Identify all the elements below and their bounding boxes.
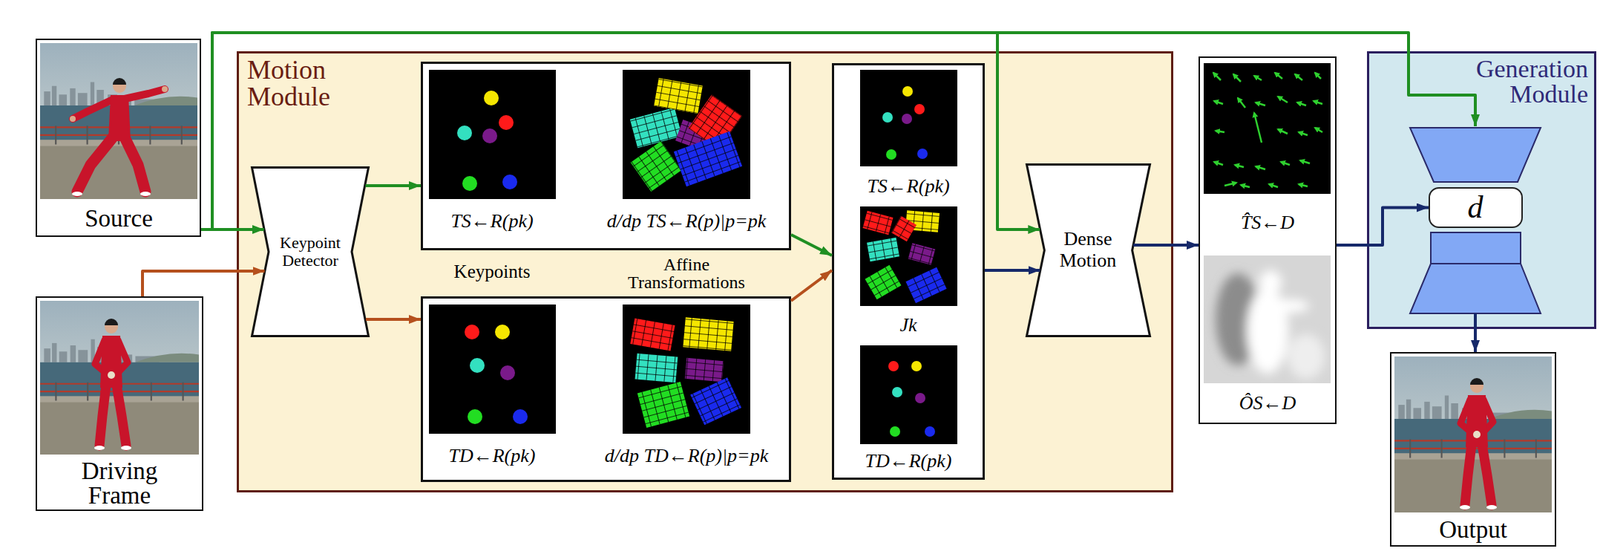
node-label: T̂S←D xyxy=(1240,212,1295,234)
node-label: d xyxy=(1467,189,1484,225)
arrow-connector xyxy=(365,317,421,321)
feature-panel: TD←R(pk) d/dp TD←R(p)|p=pk xyxy=(420,296,792,482)
text-holder: Keypoints xyxy=(454,261,531,283)
text-holder: Jk xyxy=(899,314,917,337)
text-holder: TD←R(pk) xyxy=(448,445,536,467)
bottleneck-box: d xyxy=(1428,187,1523,228)
arrow-connector xyxy=(791,270,832,301)
text-holder: Driving Frame xyxy=(81,458,159,508)
arrow-connector xyxy=(984,268,1041,272)
text-holder: TS←R(pk) xyxy=(866,175,950,198)
arrow-connector xyxy=(1133,243,1199,247)
node-label: Keypoint Detector xyxy=(279,233,341,270)
node-label: d/dp TD←R(p)|p=pk xyxy=(604,445,769,467)
node-label: Driving Frame xyxy=(81,458,159,508)
node-label: d/dp TS←R(p)|p=pk xyxy=(607,210,767,233)
text-holder: ÔS←D xyxy=(1239,392,1297,415)
node-label: ÔS←D xyxy=(1239,392,1297,415)
text-holder: T̂S←D xyxy=(1240,212,1295,234)
image-box: Source xyxy=(35,38,202,237)
node-label: Source xyxy=(84,204,153,232)
arrow-connector xyxy=(1473,313,1477,352)
node-label: Dense Motion xyxy=(1059,228,1117,271)
text-holder: Keypoint Detector xyxy=(279,233,341,270)
text-holder: TD←R(pk) xyxy=(865,450,953,472)
arrow-connector xyxy=(201,32,1040,230)
node-label: TS←R(pk) xyxy=(866,175,950,198)
image-box: Driving Frame xyxy=(35,296,204,511)
text-holder: Dense Motion xyxy=(1059,228,1117,271)
arrow-connector xyxy=(201,227,265,231)
text-holder: Affine Transformations xyxy=(627,255,746,291)
node-label: TS←R(pk) xyxy=(450,210,533,233)
annotation-label: Keypoints xyxy=(454,261,531,283)
text-holder: Source xyxy=(84,204,153,232)
feature-panel: TS←R(pk) JkTD←R(pk) xyxy=(831,63,985,480)
network-block: Dense Motion xyxy=(1025,163,1152,337)
text-holder: d/dp TS←R(p)|p=pk xyxy=(607,210,767,233)
node-label: Generation Module xyxy=(1476,56,1589,107)
feature-panel: TS←R(pk) d/dp TS←R(p)|p=pk xyxy=(420,61,792,251)
output-panel: T̂S←D ÔS←D xyxy=(1198,56,1337,424)
network-block: Keypoint Detector xyxy=(250,166,370,337)
text-holder: Generation Module xyxy=(1476,56,1589,107)
text-holder: d/dp TD←R(p)|p=pk xyxy=(604,445,769,467)
text-holder: d xyxy=(1467,189,1484,225)
hourglass-shape xyxy=(252,167,369,337)
hourglass-shape xyxy=(1027,164,1151,337)
node-label: Motion Module xyxy=(247,56,331,110)
module-region: Generation Module d xyxy=(1366,51,1597,329)
text-holder: TS←R(pk) xyxy=(450,210,533,233)
image-box: Output xyxy=(1389,351,1557,547)
arrow-connector xyxy=(201,32,1476,230)
annotation-label: Affine Transformations xyxy=(627,255,746,291)
node-label: Output xyxy=(1438,515,1508,543)
arrow-connector xyxy=(1336,207,1429,246)
text-holder: Motion Module xyxy=(247,56,331,110)
node-label: TD←R(pk) xyxy=(865,450,953,472)
text-holder: Output xyxy=(1438,515,1508,543)
arrow-connector xyxy=(142,270,265,297)
node-label: TD←R(pk) xyxy=(448,445,536,467)
arrow-connector xyxy=(365,184,421,188)
node-label: Jk xyxy=(899,314,917,337)
arrow-connector xyxy=(791,234,832,256)
